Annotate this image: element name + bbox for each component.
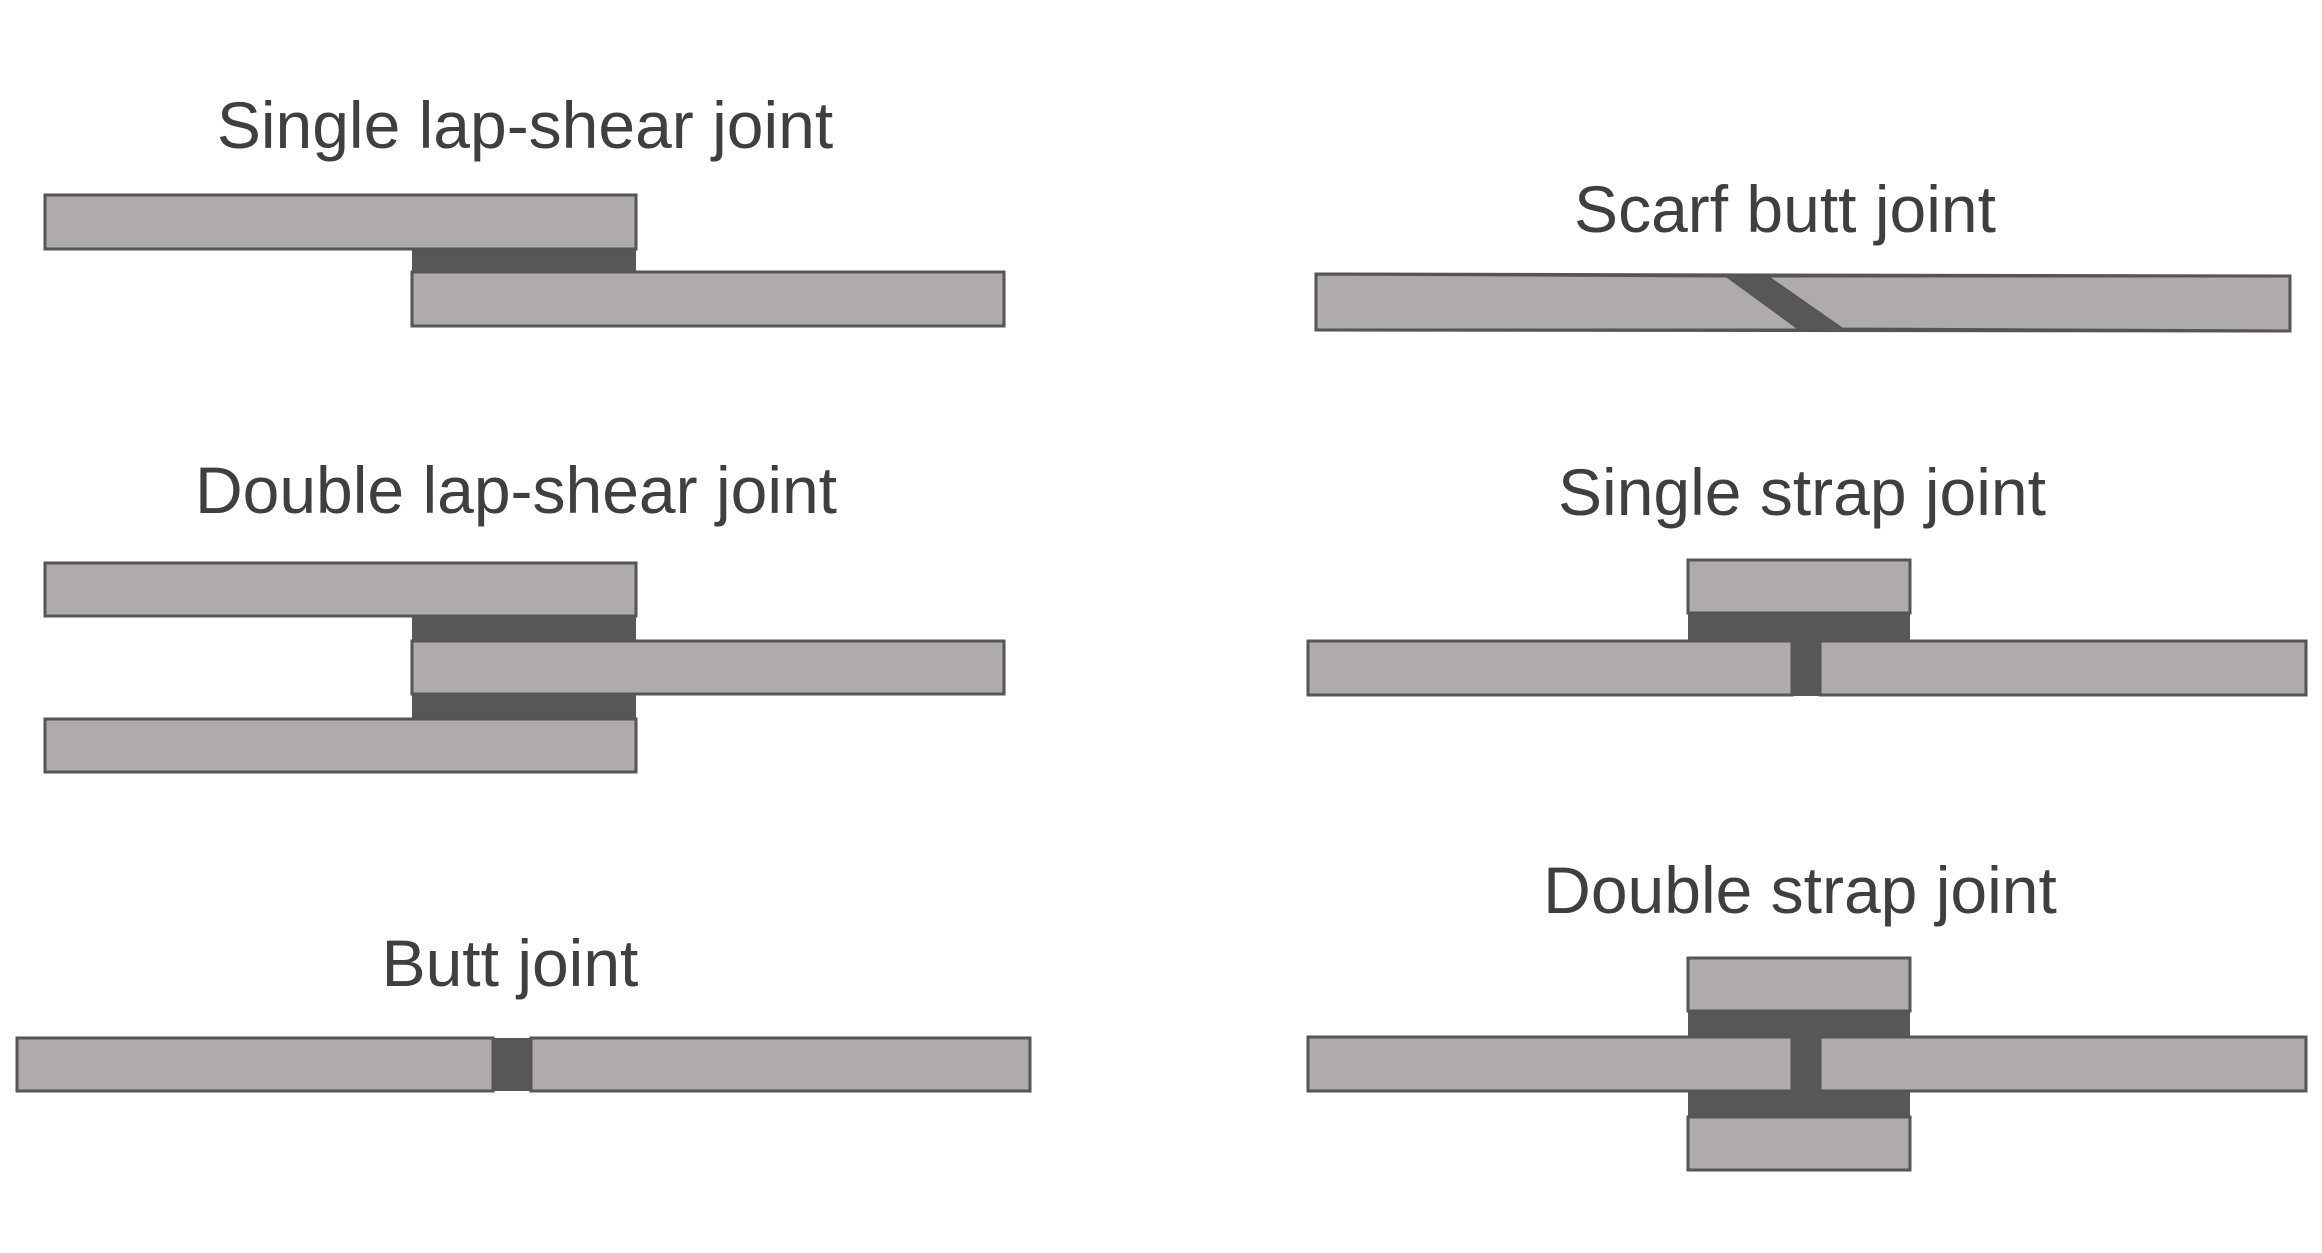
scarf-outline [1314,272,2292,333]
upper-strap [1686,956,1912,1013]
strap [1686,558,1912,615]
top-adherend [43,561,638,618]
lower-strap [1686,1115,1912,1172]
left-adherend [1314,272,1806,332]
right-adherend [1818,1035,2308,1093]
scarf-butt-joint: Scarf butt joint [1314,172,2292,333]
left-adherend [1306,639,1794,697]
double-strap-joint-label: Double strap joint [1543,853,2057,927]
adhesive-layer [1688,612,1910,642]
bottom-adherend [43,717,638,774]
adhesive-layer [493,1038,531,1091]
double-strap-joint: Double strap joint [1306,853,2308,1172]
double-lap-shear-joint-label: Double lap-shear joint [195,453,837,527]
upper-adherend [43,193,638,251]
double-lap-shear-joint: Double lap-shear joint [43,453,1006,774]
left-adherend [1306,1035,1794,1093]
upper-adhesive-layer [1688,1010,1910,1038]
single-lap-shear-joint-label: Single lap-shear joint [217,88,833,162]
left-adherend [15,1036,495,1093]
single-lap-shear-joint: Single lap-shear joint [43,88,1006,328]
right-adherend [1818,639,2308,697]
single-strap-joint-label: Single strap joint [1558,455,2046,529]
middle-adherend [410,639,1006,696]
adhesive-layer [1727,276,1842,330]
lower-adhesive-layer [412,693,636,720]
gap-adhesive [1792,640,1820,696]
single-strap-joint: Single strap joint [1306,455,2308,697]
lower-adhesive-layer [1688,1090,1910,1118]
lower-adherend [410,270,1006,328]
scarf-butt-joint-label: Scarf butt joint [1574,172,1996,246]
gap-adhesive [1792,1036,1820,1092]
right-adherend [529,1036,1032,1093]
butt-joint-label: Butt joint [382,926,639,1000]
butt-joint: Butt joint [15,926,1032,1093]
right-adherend [1761,274,2292,333]
upper-adhesive-layer [412,615,636,642]
adhesive-layer [412,248,636,273]
